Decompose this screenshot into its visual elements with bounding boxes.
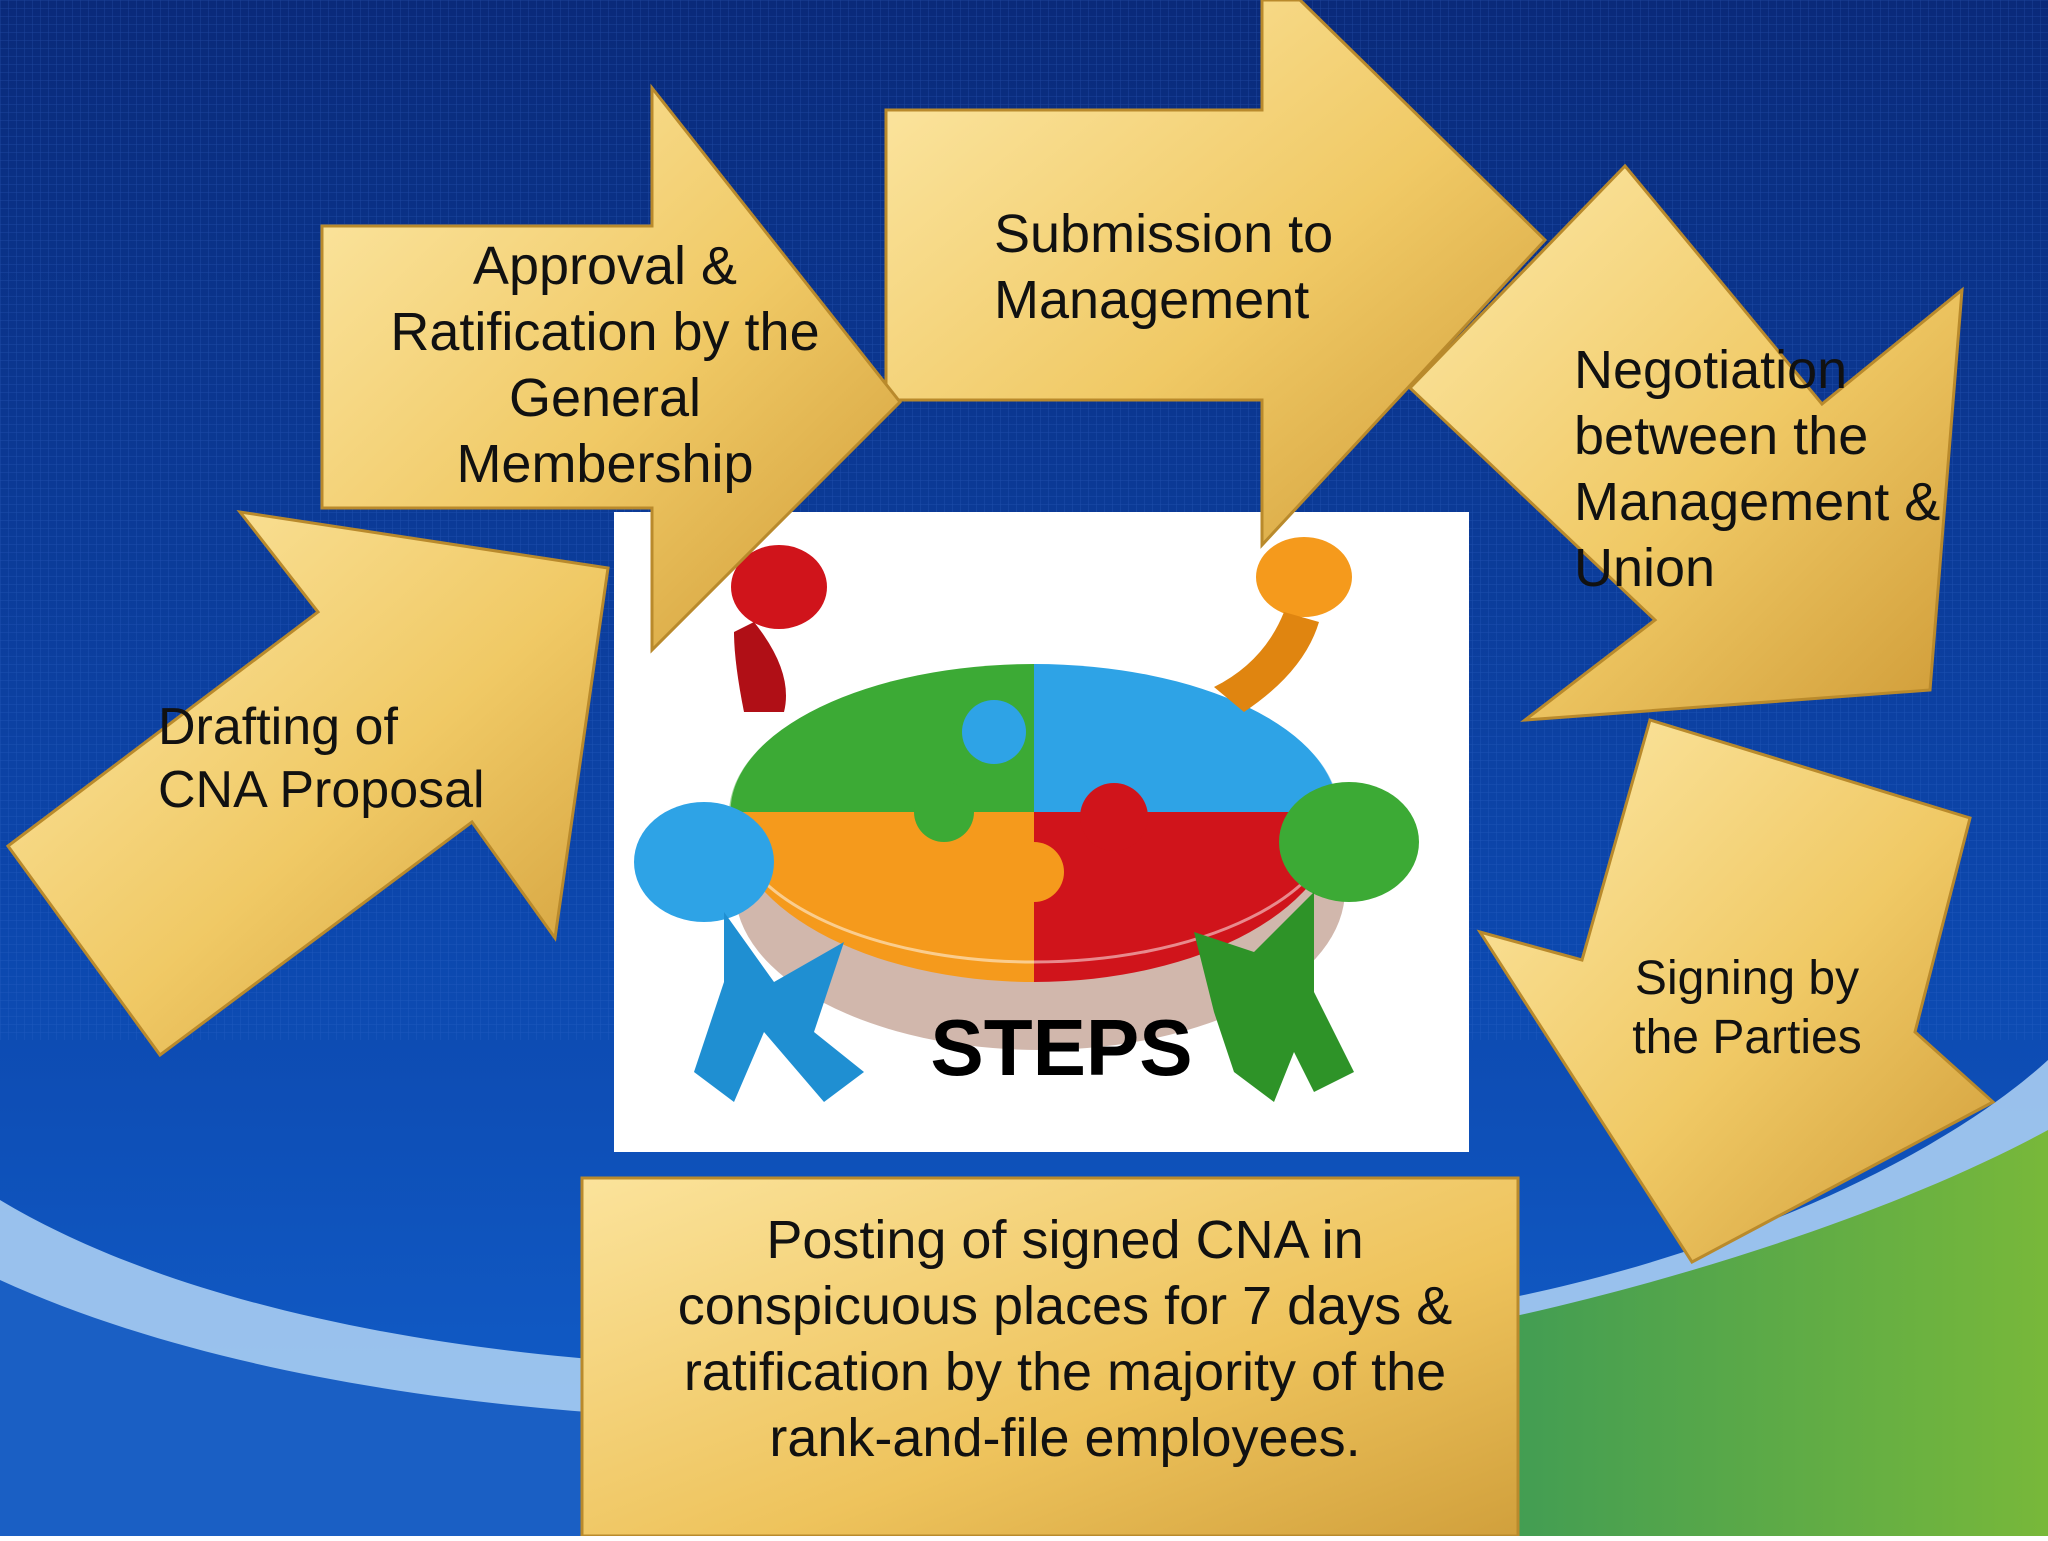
step-line: Signing by bbox=[1634, 952, 1860, 1005]
step-line: Negotiation bbox=[1574, 340, 1848, 400]
step-arrow-drafting bbox=[5, 509, 610, 1058]
step-arrow-submission bbox=[884, 0, 1548, 549]
step-line: Management & bbox=[1574, 471, 1941, 532]
step-text-submission: Submission to Management bbox=[994, 202, 1414, 334]
step-line: CNA Proposal bbox=[158, 761, 485, 820]
step-box-posting bbox=[580, 1176, 1520, 1536]
step-text-negotiation: Negotiation between the Management & Uni… bbox=[1574, 338, 1994, 602]
step-line: Approval & bbox=[472, 236, 738, 296]
step-arrow-negotiation bbox=[1407, 163, 1964, 722]
step-arrow-approval bbox=[320, 83, 903, 654]
step-line: Posting of signed CNA in bbox=[766, 1210, 1364, 1270]
step-text-posting: Posting of signed CNA in conspicuous pla… bbox=[600, 1208, 1530, 1472]
step-line: Drafting of bbox=[158, 698, 398, 756]
step-line: ratification by the majority of the bbox=[683, 1341, 1447, 1402]
red-figure bbox=[731, 545, 827, 712]
blue-figure bbox=[634, 802, 864, 1102]
step-line: Membership bbox=[456, 433, 754, 494]
step-line: General bbox=[508, 367, 702, 428]
step-text-approval: Approval & Ratification by the General M… bbox=[360, 234, 850, 498]
green-figure bbox=[1194, 782, 1419, 1102]
orange-figure bbox=[1214, 537, 1352, 712]
step-line: the Parties bbox=[1632, 1010, 1862, 1064]
step-line: Union bbox=[1574, 537, 1716, 598]
step-arrow-signing bbox=[1476, 718, 1996, 1264]
step-line: rank-and-file employees. bbox=[769, 1407, 1361, 1468]
steps-puzzle-image: STEPS bbox=[614, 512, 1469, 1152]
step-line: Submission to bbox=[994, 204, 1334, 264]
steps-title: STEPS bbox=[930, 1003, 1193, 1092]
puzzle-disc bbox=[727, 660, 1345, 1050]
step-text-drafting: Drafting of CNA Proposal bbox=[158, 696, 558, 823]
step-line: Ratification by the bbox=[390, 301, 820, 362]
step-line: conspicuous places for 7 days & bbox=[677, 1275, 1453, 1336]
puzzle-illustration bbox=[634, 537, 1419, 1102]
step-line: Management bbox=[994, 269, 1310, 330]
step-line: between the bbox=[1574, 405, 1869, 466]
step-text-signing: Signing by the Parties bbox=[1592, 950, 1902, 1067]
